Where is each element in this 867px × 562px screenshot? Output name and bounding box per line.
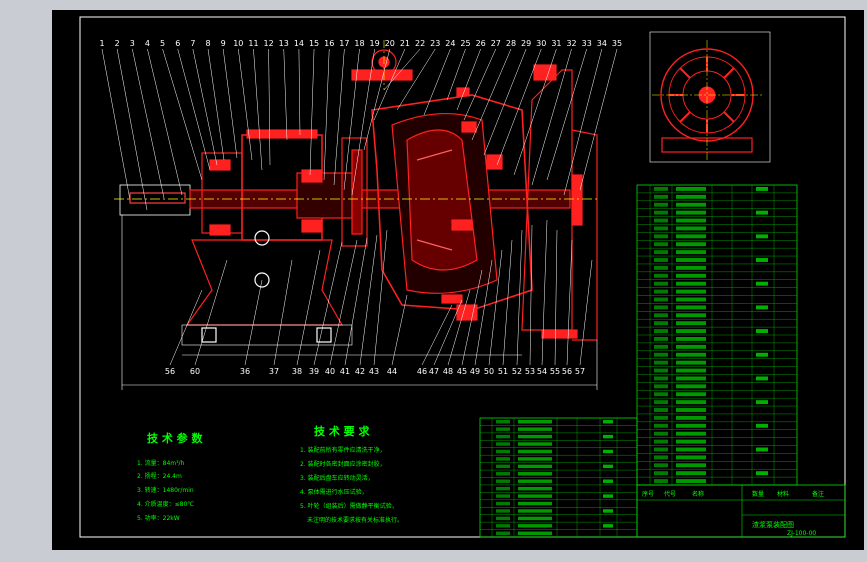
callout-top-8: 8 <box>205 39 210 48</box>
callout-top-18: 18 <box>354 39 364 48</box>
callout-bottom-56: 56 <box>562 367 572 376</box>
callout-top-12: 12 <box>264 39 274 48</box>
parts-list-right <box>636 184 798 486</box>
callout-bottom-44: 44 <box>387 367 397 376</box>
leader-lines-bottom <box>169 219 593 366</box>
parts-list-bottom <box>479 417 638 538</box>
callout-top-25: 25 <box>460 39 470 48</box>
header-remark: 备注 <box>812 490 824 498</box>
callout-top-31: 31 <box>551 39 561 48</box>
callout-top-5: 5 <box>160 39 165 48</box>
callout-top-26: 26 <box>476 39 486 48</box>
callout-top-32: 32 <box>566 39 576 48</box>
callout-top-17: 17 <box>339 39 349 48</box>
callout-top-34: 34 <box>597 39 607 48</box>
callout-top-29: 29 <box>521 39 531 48</box>
callout-bottom-48: 48 <box>443 367 453 376</box>
callout-bottom-54: 54 <box>537 367 547 376</box>
tech-req-4: 4. 泵体需进行水压试验， <box>300 488 368 496</box>
callout-bottom-50: 50 <box>484 367 494 376</box>
callout-bottom-56: 56 <box>165 367 175 376</box>
title-block: 渣浆泵装配图 ZJ-100-00 序号 代号 名称 数量 材料 备注 <box>636 484 846 538</box>
callout-top-27: 27 <box>491 39 501 48</box>
tech-param-4: 4. 介质温度：≤80℃ <box>137 500 194 508</box>
callout-top-21: 21 <box>400 39 410 48</box>
header-code: 代号 <box>664 490 676 498</box>
dimensions <box>121 215 598 390</box>
callout-top-30: 30 <box>536 39 546 48</box>
callout-top-23: 23 <box>430 39 440 48</box>
tech-param-1: 1. 流量：84m³/h <box>137 459 185 467</box>
tech-req-6: 未注明的技术要求按有关标准执行。 <box>307 516 403 524</box>
callout-bottom-37: 37 <box>269 367 279 376</box>
callout-top-3: 3 <box>130 39 135 48</box>
drawing-frame <box>79 16 846 538</box>
tech-param-3: 3. 转速：1480r/min <box>137 486 194 494</box>
callout-top-16: 16 <box>324 39 334 48</box>
callout-bottom-41: 41 <box>340 367 350 376</box>
callout-top-6: 6 <box>175 39 180 48</box>
callout-bottom-40: 40 <box>325 367 335 376</box>
callout-bottom-47: 47 <box>429 367 439 376</box>
callout-top-24: 24 <box>445 39 455 48</box>
callout-bottom-36: 36 <box>240 367 250 376</box>
tech-param-5: 5. 功率：22kW <box>137 514 180 522</box>
tech-req-2: 2. 装配时各密封面应涂密封胶， <box>300 460 386 468</box>
callout-bottom-60: 60 <box>190 367 200 376</box>
callout-bottom-46: 46 <box>417 367 427 376</box>
callout-top-20: 20 <box>385 39 395 48</box>
callout-top-15: 15 <box>309 39 319 48</box>
callout-top-13: 13 <box>279 39 289 48</box>
callout-top-7: 7 <box>190 39 195 48</box>
tech-params: 技 术 参 数 1. 流量：84m³/h 2. 扬程：24.4m 3. 转速：1… <box>137 431 203 522</box>
callout-top-2: 2 <box>115 39 120 48</box>
callout-bottom-49: 49 <box>470 367 480 376</box>
callout-bottom-43: 43 <box>369 367 379 376</box>
callout-top-9: 9 <box>221 39 226 48</box>
callout-top-1: 1 <box>99 39 104 48</box>
header-seq: 序号 <box>642 490 654 498</box>
callout-bottom-52: 52 <box>512 367 522 376</box>
callout-top-10: 10 <box>233 39 243 48</box>
callout-top-4: 4 <box>145 39 150 48</box>
callout-top-33: 33 <box>582 39 592 48</box>
drawing-name: 渣浆泵装配图 <box>752 520 794 529</box>
tech-req-1: 1. 装配前所有零件应清洗干净， <box>300 446 386 454</box>
drawing-number: ZJ-100-00 <box>787 530 816 537</box>
side-view <box>649 31 771 163</box>
callout-top-14: 14 <box>294 39 304 48</box>
tech-req-5: 5. 叶轮（组装后）需做静平衡试验， <box>300 502 398 510</box>
leader-lines-top <box>101 48 618 211</box>
tech-param-2: 2. 扬程：24.4m <box>137 472 182 480</box>
tech-req-title: 技 术 要 求 <box>314 424 370 438</box>
callout-bottom-55: 55 <box>550 367 560 376</box>
callout-top-19: 19 <box>370 39 380 48</box>
callout-top-22: 22 <box>415 39 425 48</box>
callout-top-11: 11 <box>248 39 258 48</box>
tech-requirements: 技 术 要 求 1. 装配前所有零件应清洗干净， 2. 装配时各密封面应涂密封胶… <box>300 424 403 524</box>
header-name: 名称 <box>692 490 704 498</box>
header-material: 材料 <box>777 490 789 498</box>
callout-bottom-42: 42 <box>355 367 365 376</box>
callout-bottom-39: 39 <box>309 367 319 376</box>
sectional-view <box>119 49 598 346</box>
tech-params-title: 技 术 参 数 <box>147 431 203 445</box>
callout-bottom-38: 38 <box>292 367 302 376</box>
callout-top-28: 28 <box>506 39 516 48</box>
callout-bottom-51: 51 <box>498 367 508 376</box>
callout-top-35: 35 <box>612 39 622 48</box>
tech-req-3: 3. 装配后盘车应转动灵活， <box>300 474 374 482</box>
callout-bottom-57: 57 <box>575 367 585 376</box>
callout-bottom-53: 53 <box>525 367 535 376</box>
header-qty: 数量 <box>752 490 764 498</box>
callout-bottom-45: 45 <box>457 367 467 376</box>
